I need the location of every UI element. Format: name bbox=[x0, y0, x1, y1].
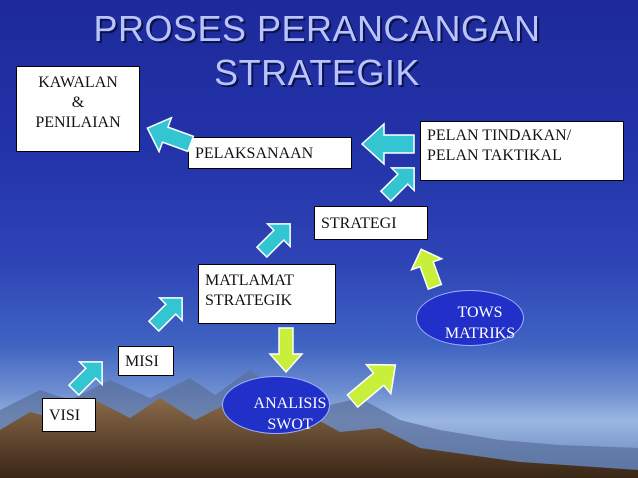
box-pelan-tindakan: PELAN TINDAKAN/ PELAN TAKTIKAL bbox=[420, 121, 624, 181]
arrow-tows-to-strategi bbox=[410, 248, 444, 291]
tows-line1: TOWS bbox=[457, 304, 503, 321]
page-title-line1: PROSES PERANCANGAN bbox=[93, 8, 541, 49]
swot-line2: SWOT bbox=[267, 416, 313, 433]
box-matlamat-strategik: MATLAMAT STRATEGIK bbox=[198, 264, 336, 324]
kawalan-line3: PENILAIAN bbox=[35, 114, 121, 131]
page-title-line2: STRATEGIK bbox=[214, 52, 420, 93]
arrow-matlamat-to-strategi bbox=[255, 223, 291, 259]
ellipse-analisis-swot bbox=[222, 376, 330, 434]
tows-label: TOWS MATRIKS bbox=[420, 302, 540, 344]
box-misi: MISI bbox=[118, 346, 174, 376]
pelan-line1: PELAN TINDAKAN/ bbox=[427, 127, 572, 144]
matlamat-line2: STRATEGIK bbox=[205, 292, 293, 309]
pelan-line2: PELAN TAKTIKAL bbox=[427, 147, 562, 164]
swot-label: ANALISIS SWOT bbox=[230, 393, 350, 435]
arrow-swot-to-tows bbox=[346, 363, 397, 409]
arrow-pelaksanaan-to-kawalan bbox=[146, 116, 195, 154]
box-strategi: STRATEGI bbox=[314, 206, 428, 240]
arrow-strategi-to-pelan bbox=[379, 167, 415, 203]
swot-line1: ANALISIS bbox=[253, 395, 327, 412]
box-kawalan-penilaian: KAWALAN & PENILAIAN bbox=[16, 66, 140, 152]
ellipse-tows-matriks bbox=[416, 290, 524, 346]
arrow-pelan-to-pelaksanaan bbox=[360, 122, 415, 166]
kawalan-line1: KAWALAN bbox=[38, 74, 118, 91]
arrow-visi-to-misi bbox=[67, 361, 103, 397]
arrow-misi-to-matlamat bbox=[147, 297, 183, 333]
box-visi: VISI bbox=[42, 398, 96, 432]
matlamat-line1: MATLAMAT bbox=[205, 272, 294, 289]
arrow-matlamat-to-swot bbox=[268, 327, 304, 374]
tows-line2: MATRIKS bbox=[444, 325, 516, 342]
kawalan-line2: & bbox=[71, 94, 85, 111]
box-pelaksanaan: PELAKSANAAN bbox=[188, 137, 352, 169]
